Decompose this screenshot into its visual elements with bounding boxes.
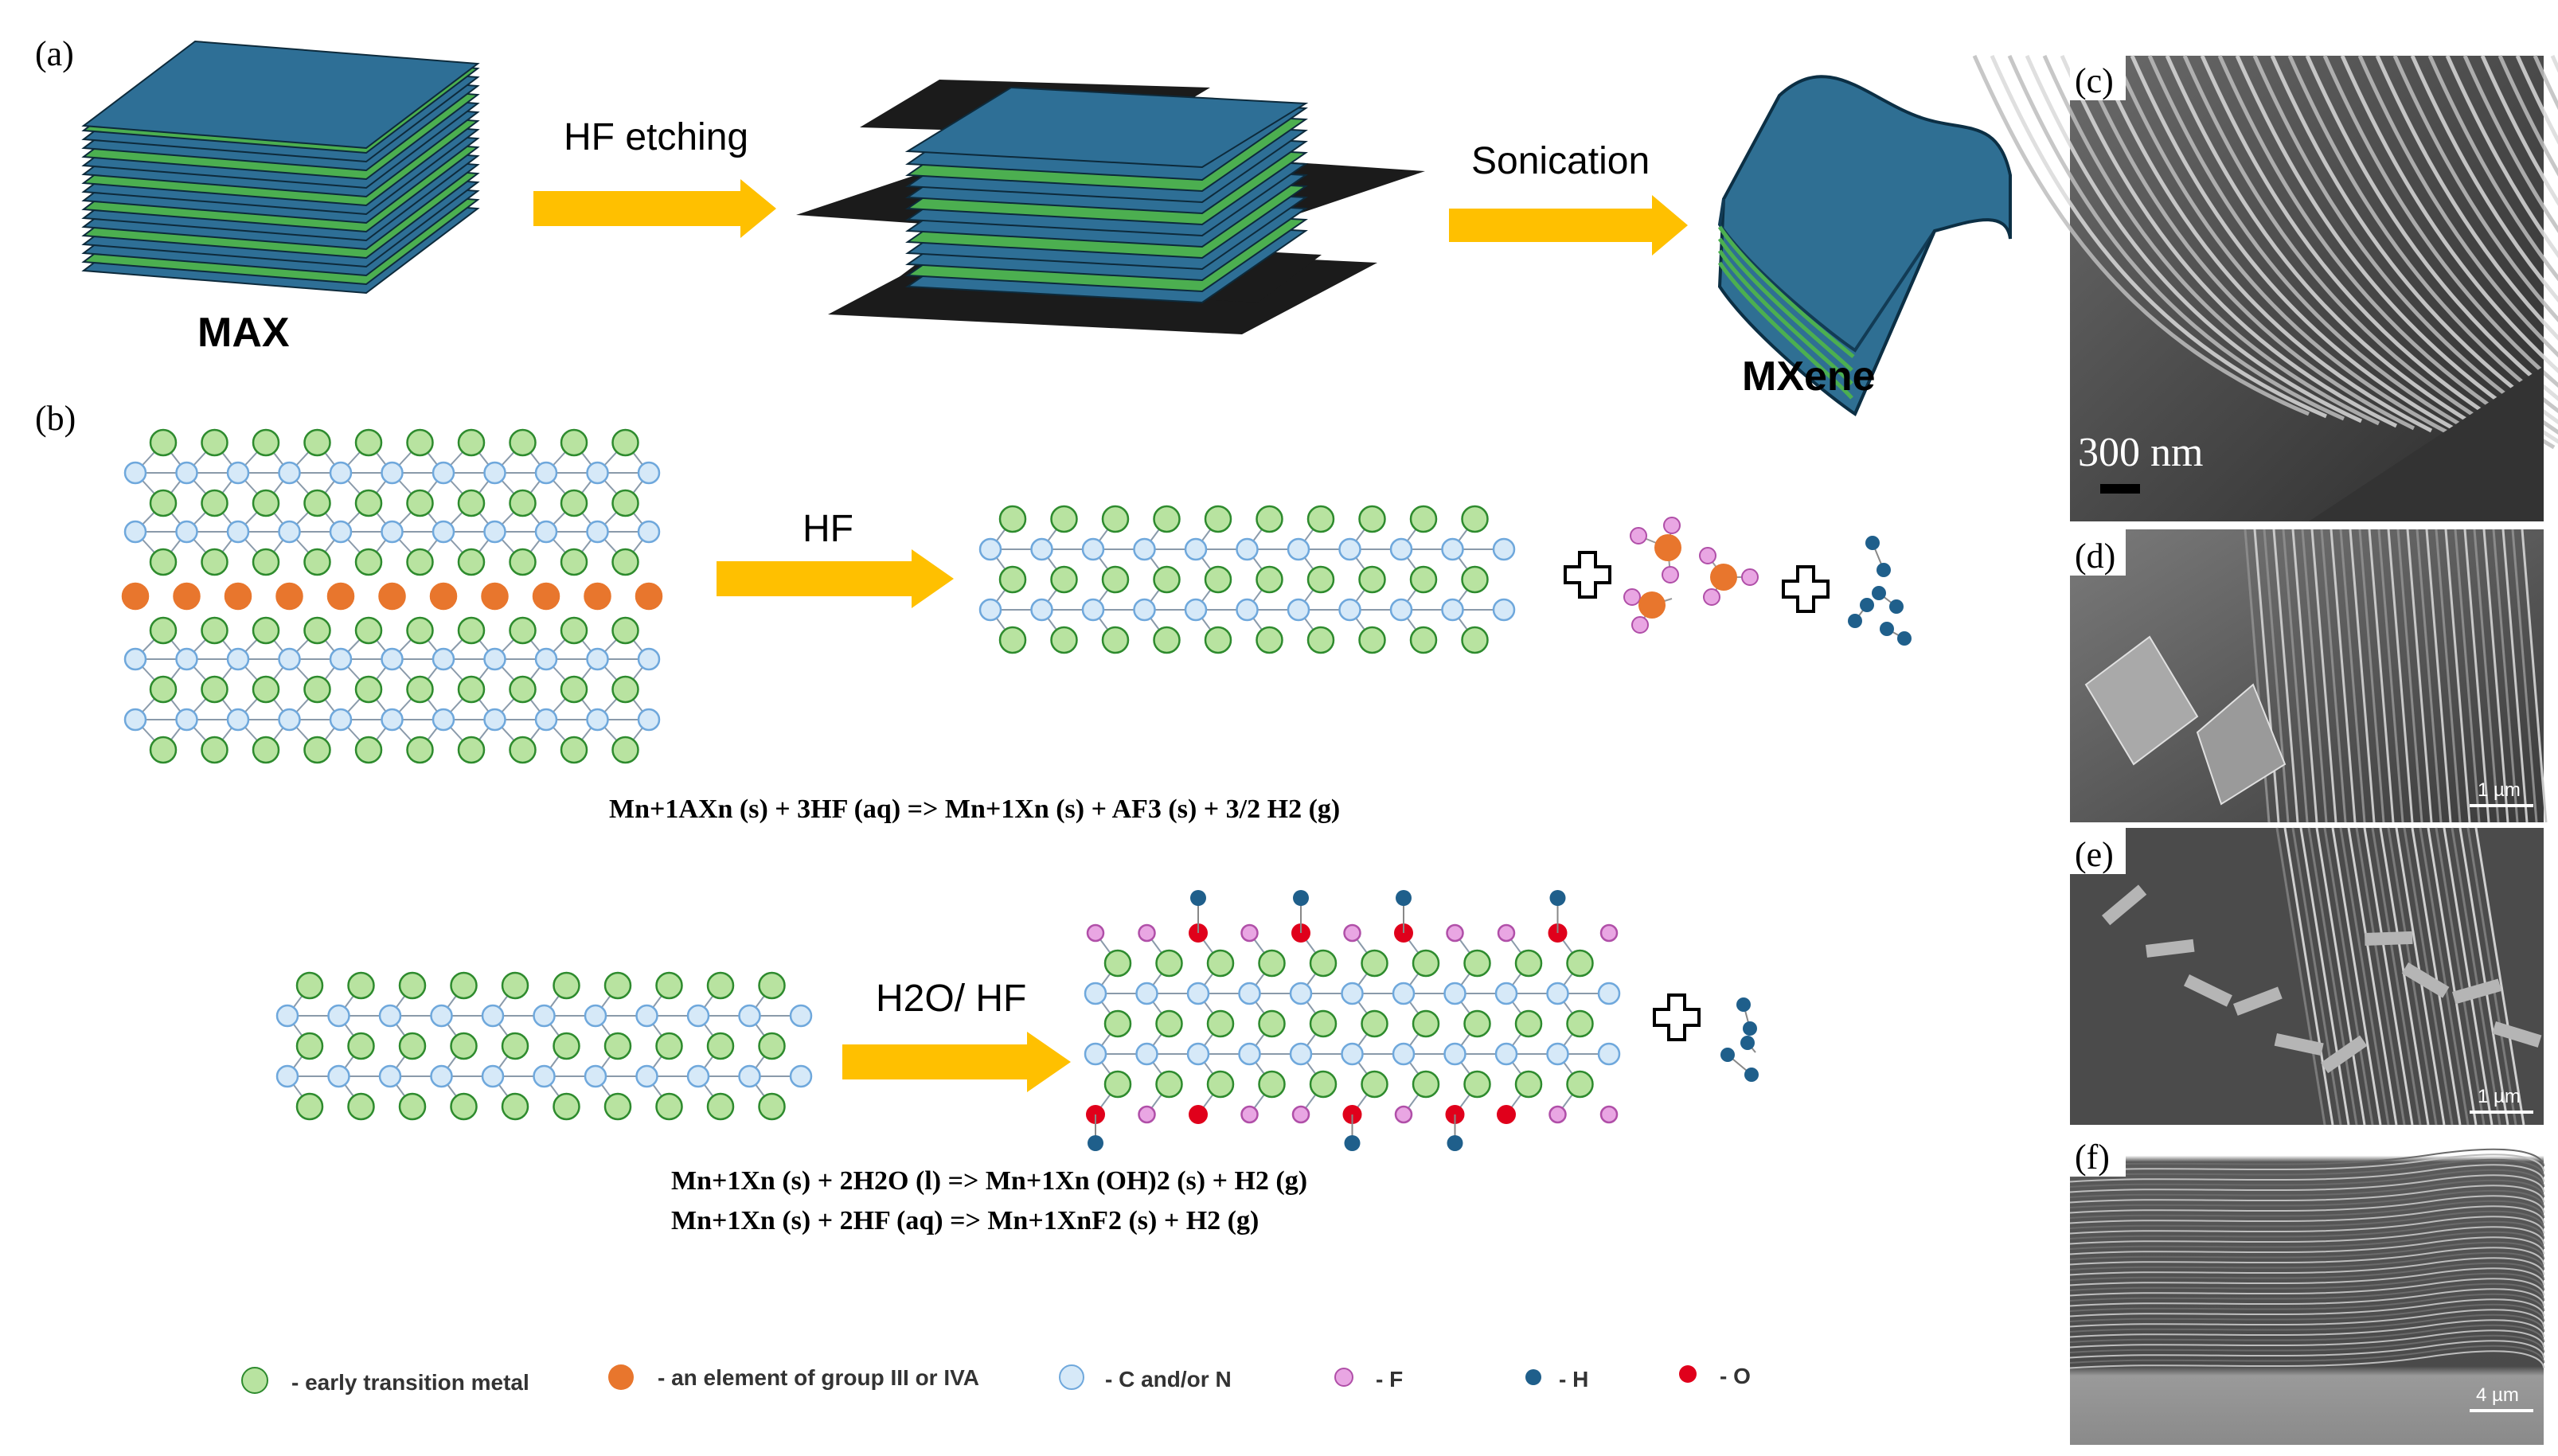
svg-text:- O: - O: [1720, 1364, 1751, 1388]
legend-item-f: - F: [1334, 1367, 1403, 1392]
hf-arrow: [717, 549, 954, 608]
af3-molecule: [1623, 517, 1759, 634]
scale-bar-label-e: 1 µm: [2478, 1086, 2521, 1107]
svg-text:- F: - F: [1376, 1367, 1403, 1392]
sem-image-c: (c) 300 nm: [1972, 54, 2558, 521]
h2o-hf-arrow: [842, 1032, 1071, 1092]
panel-label-e: (e): [2075, 835, 2114, 874]
terminated-mxene-lattice: [1084, 890, 1621, 1151]
sonication-arrow: [1449, 195, 1688, 256]
scale-bar-label-f: 4 µm: [2476, 1384, 2519, 1406]
legend-item-o: - O: [1679, 1364, 1751, 1388]
reaction-equation-2b: Mn+1Xn (s) + 2HF (aq) => Mn+1XnF2 (s) + …: [671, 1206, 1259, 1235]
panel-label-b: (b): [35, 399, 76, 438]
mxene-lattice-reactant: [275, 971, 813, 1121]
scale-bar-label-d: 1 µm: [2478, 779, 2521, 801]
legend: - early transition metal - an element of…: [241, 1364, 1751, 1395]
svg-text:- early transition metal: - early transition metal: [291, 1370, 529, 1395]
h2o-hf-arrow-label: H2O/ HF: [876, 978, 1026, 1020]
scale-bar-label-c: 300 nm: [2078, 430, 2203, 475]
svg-text:- an element of group III or I: - an element of group III or IVA: [658, 1365, 979, 1390]
etched-multilayer-stack: [796, 80, 1425, 334]
panel-label-d: (d): [2075, 537, 2115, 576]
svg-text:- C and/or N: - C and/or N: [1105, 1367, 1232, 1392]
max-lattice: [121, 428, 663, 764]
sonication-label: Sonication: [1471, 140, 1650, 182]
svg-text:- H: - H: [1559, 1367, 1588, 1392]
legend-item-group-element: - an element of group III or IVA: [608, 1364, 979, 1390]
legend-item-transition-metal: - early transition metal: [241, 1367, 529, 1395]
mxene-lattice-product: [978, 505, 1516, 654]
hf-etching-arrow: [533, 179, 776, 238]
plus-sign-3: [1653, 993, 1701, 1041]
h2-molecules-2: [1720, 997, 1759, 1082]
hf-etching-label: HF etching: [564, 116, 748, 158]
legend-item-c-n: - C and/or N: [1059, 1364, 1232, 1392]
panel-label-c: (c): [2075, 61, 2114, 100]
mxene-flake: [1717, 75, 2012, 416]
plus-sign-2: [1782, 565, 1830, 613]
mxene-label: MXene: [1742, 353, 1876, 400]
legend-item-h: - H: [1525, 1367, 1588, 1392]
plus-sign-1: [1564, 551, 1611, 599]
reaction-equation-1: Mn+1AXn (s) + 3HF (aq) => Mn+1Xn (s) + A…: [609, 794, 1340, 824]
hf-arrow-label: HF: [803, 508, 853, 550]
panel-label-f: (f): [2075, 1138, 2110, 1177]
sem-image-e: (e) 1 µm: [2070, 827, 2544, 1126]
sem-image-f: (f) 4 µm: [2069, 1130, 2545, 1445]
max-label: MAX: [197, 310, 290, 356]
sem-image-d: (d) 1 µm: [2070, 529, 2548, 823]
h2-molecules-1: [1848, 536, 1912, 646]
max-phase-stack: [81, 40, 480, 295]
panel-label-a: (a): [35, 34, 74, 73]
reaction-equation-2a: Mn+1Xn (s) + 2H2O (l) => Mn+1Xn (OH)2 (s…: [671, 1166, 1307, 1196]
